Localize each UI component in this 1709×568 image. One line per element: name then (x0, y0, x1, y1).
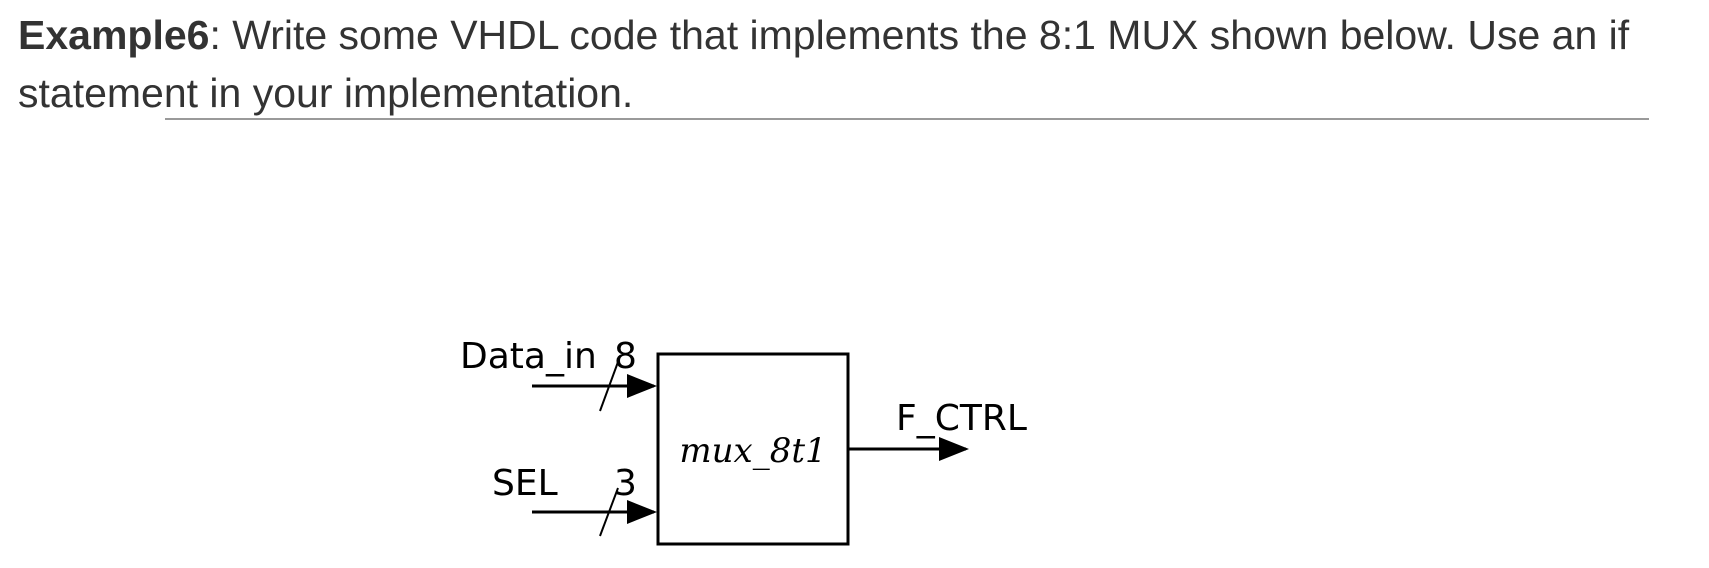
mux-block-label: mux_8t1 (679, 431, 826, 471)
divider-line (165, 118, 1649, 120)
sel-label: SEL (492, 463, 558, 504)
problem-statement: Example6: Write some VHDL code that impl… (18, 6, 1708, 122)
data-in-bus-slash (599, 361, 619, 412)
problem-text: : Write some VHDL code that implements t… (18, 12, 1630, 116)
example-label: Example6 (18, 12, 210, 58)
data-in-width-label: 8 (614, 336, 637, 377)
sel-width-label: 3 (614, 463, 637, 504)
data-in-label: Data_in (460, 336, 597, 377)
sel-bus-slash (599, 487, 619, 537)
f-ctrl-label: F_CTRL (896, 398, 1027, 439)
